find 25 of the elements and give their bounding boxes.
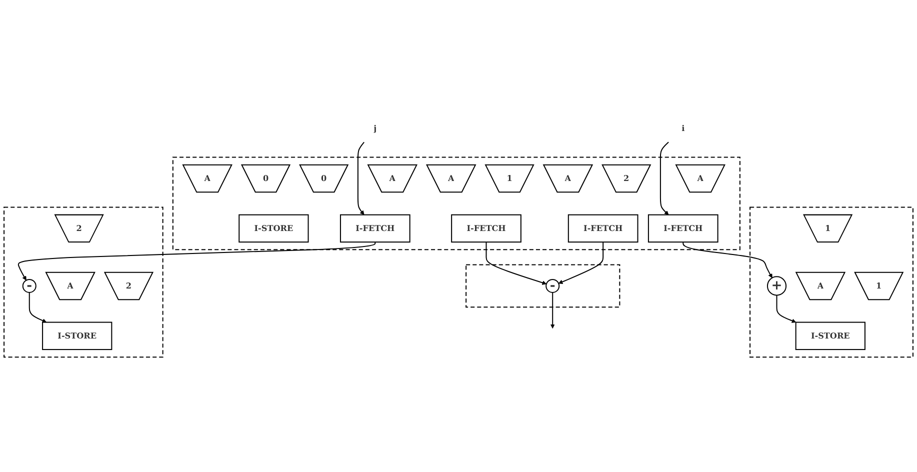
arrow [660,142,669,215]
arrow [558,242,604,284]
node-text: j [374,123,377,134]
node-text: i [682,123,685,134]
arrow [682,242,772,278]
node-circle: - [22,278,36,293]
cluster [750,206,914,358]
node-circle: - [546,278,560,293]
node-box: I-FETCH [648,214,718,243]
node-box: I-STORE [238,214,309,243]
arrow [550,292,555,329]
arrow [357,142,364,215]
cluster [466,264,620,308]
node-box: I-FETCH [340,214,410,243]
node-box: I-STORE [795,322,866,350]
arrow [28,292,47,323]
arrow [776,295,796,323]
node-box: I-FETCH [451,214,522,243]
cluster [4,206,164,358]
cluster [172,156,740,250]
arrow [486,242,547,285]
node-circle: + [766,276,787,296]
node-box: I-FETCH [568,214,638,243]
arrow [18,242,376,280]
node-box: I-STORE [42,322,112,350]
